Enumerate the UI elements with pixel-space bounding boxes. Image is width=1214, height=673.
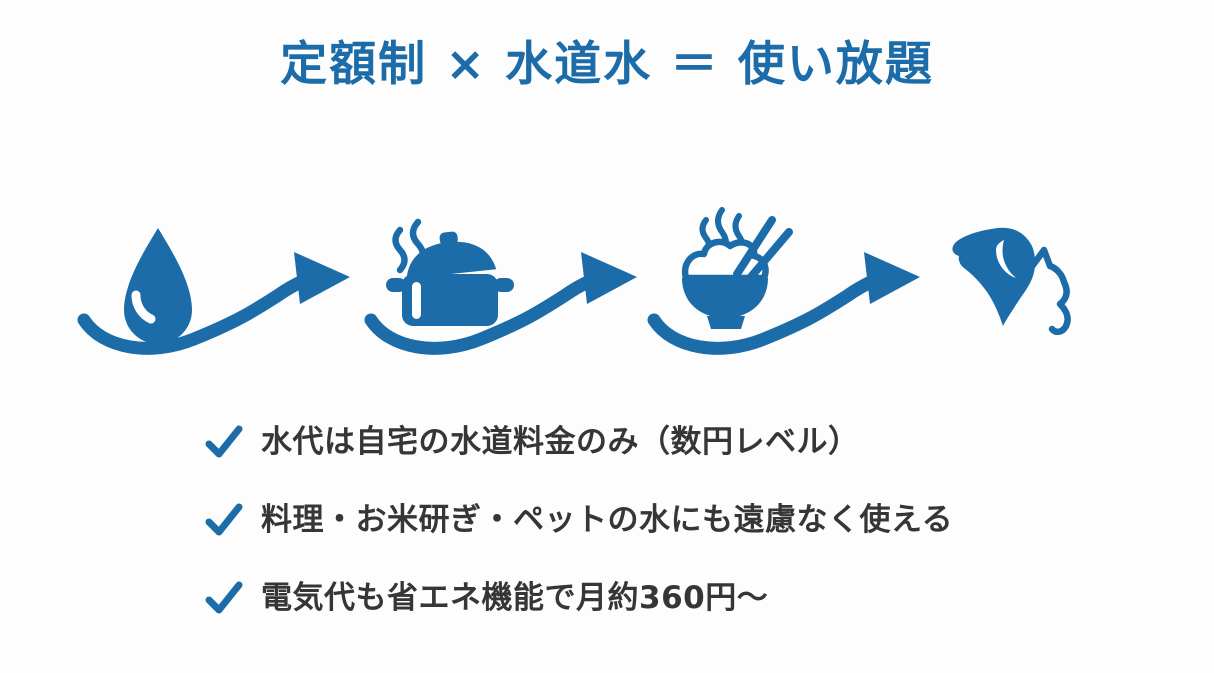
bullet-item: 電気代も省エネ機能で月約360円〜: [204, 580, 953, 616]
bullet-text: 水代は自宅の水道料金のみ（数円レベル）: [261, 423, 860, 460]
pot-handle-left: [386, 278, 406, 292]
drop-shape: [124, 228, 192, 344]
steaming-pot-icon: [386, 218, 514, 326]
drop-highlight: [131, 290, 156, 324]
check-icon: [205, 503, 243, 536]
wavy-arrow-line: [647, 274, 880, 355]
bullet-text: 料理・お米研ぎ・ペットの水にも遠慮なく使える: [261, 501, 954, 538]
dog-ear-highlight: [996, 240, 1016, 278]
pot-lid: [406, 231, 497, 279]
pot-handle-right: [494, 278, 514, 292]
wavy-arrow-head: [864, 252, 920, 304]
wavy-arrow-icon: [647, 252, 920, 355]
cat-outline: [1024, 246, 1071, 336]
pot-body: [402, 274, 498, 326]
bullet-text: 電気代も省エネ機能で月約360円〜: [261, 579, 769, 616]
pot-highlight: [412, 282, 421, 319]
check-icon: [205, 581, 243, 614]
wavy-arrow-icon: [364, 252, 637, 355]
bullet-item: 水代は自宅の水道料金のみ（数円レベル）: [204, 424, 953, 460]
wavy-arrow-line: [364, 274, 597, 355]
dog-cat-icon: [952, 227, 1071, 336]
flow-diagram: [77, 207, 1071, 355]
chopstick: [746, 228, 793, 282]
wavy-arrow-line: [77, 274, 310, 355]
bowl-foot: [707, 316, 745, 329]
wavy-arrow-head: [294, 252, 350, 304]
bullet-list: 水代は自宅の水道料金のみ（数円レベル） 料理・お米研ぎ・ペットの水にも遠慮なく使…: [204, 424, 953, 616]
rice-bowl-icon: [681, 207, 793, 329]
wavy-arrow-head: [581, 252, 637, 304]
page-title: 定額制 × 水道水 ＝ 使い放題: [280, 37, 934, 92]
check-icon: [205, 425, 243, 458]
water-drop-icon: [124, 228, 192, 344]
dog-head: [952, 227, 1036, 326]
wavy-arrow-icon: [77, 252, 350, 355]
chopstick: [733, 216, 776, 278]
bowl-body: [682, 278, 768, 318]
steam-wisp: [392, 226, 408, 274]
bullet-item: 料理・お米研ぎ・ペットの水にも遠慮なく使える: [204, 502, 953, 538]
